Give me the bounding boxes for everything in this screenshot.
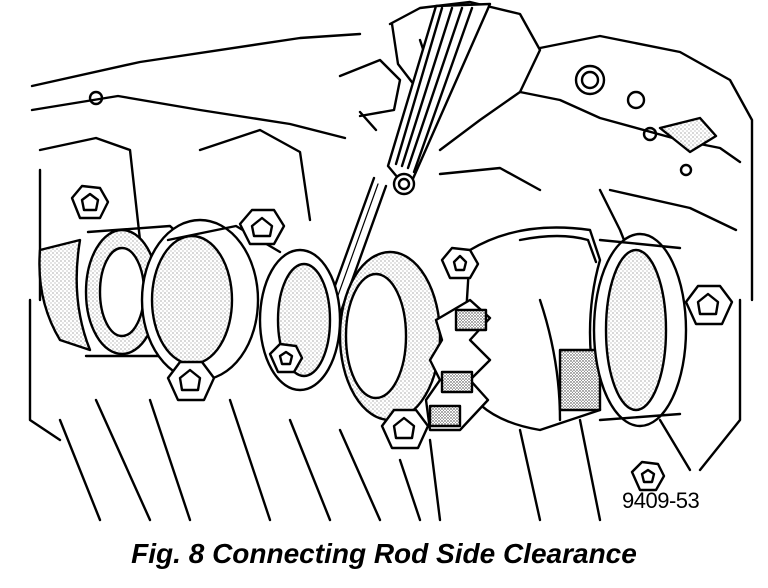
hand-with-feeler-gauge — [314, 0, 542, 344]
connecting-rods — [58, 398, 692, 522]
engine-block — [28, 32, 754, 472]
crankshaft — [38, 218, 688, 432]
figure-caption: Fig. 8 Connecting Rod Side Clearance — [131, 538, 637, 569]
figure-reference-number: 9409-53 — [622, 488, 700, 513]
bearing-cap-bolts — [70, 184, 734, 492]
